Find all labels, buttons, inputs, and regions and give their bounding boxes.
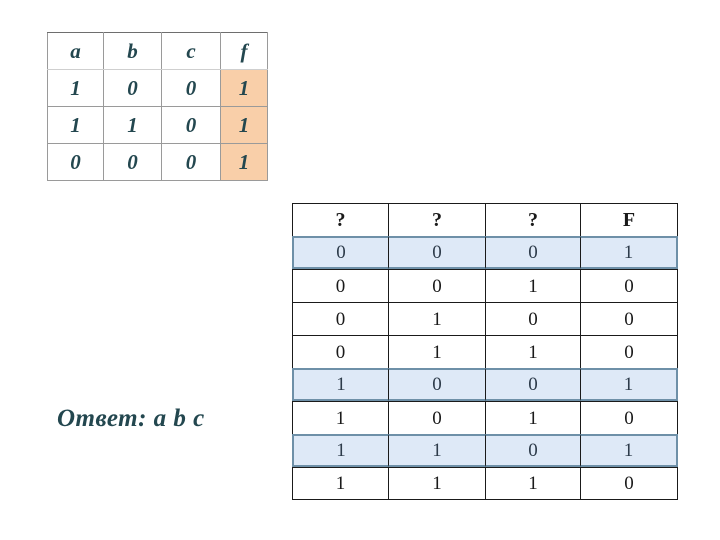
cell-f: 1 <box>580 236 678 269</box>
cell-f: 0 <box>580 401 678 434</box>
table-row-highlighted: 1 0 0 1 <box>292 368 678 401</box>
cell-b: 0 <box>103 69 162 107</box>
cell-b: 0 <box>103 143 162 181</box>
cell-2: 0 <box>388 401 485 434</box>
cell-f: 0 <box>580 467 678 500</box>
cell-3: 1 <box>485 467 580 500</box>
cell-1: 0 <box>292 335 388 368</box>
cell-b: 1 <box>103 106 162 144</box>
cell-c: 0 <box>161 106 221 144</box>
cell-2: 1 <box>388 302 485 335</box>
table-row: 0 1 1 0 <box>292 335 678 368</box>
header-cell-a: a <box>47 32 104 70</box>
cell-3: 0 <box>485 302 580 335</box>
answer-label: Ответ: a b c <box>57 405 205 432</box>
table-row-highlighted: 1 1 0 1 <box>292 434 678 467</box>
table-row: 1 0 0 1 <box>47 69 268 107</box>
cell-c: 0 <box>161 69 221 107</box>
cell-f: 1 <box>220 69 268 107</box>
cell-3: 0 <box>485 236 580 269</box>
cell-c: 0 <box>161 143 221 181</box>
header-cell-f: F <box>580 203 678 236</box>
cell-3: 0 <box>485 434 580 467</box>
cell-f: 1 <box>220 106 268 144</box>
table-row: 0 0 0 1 <box>47 143 268 181</box>
cell-a: 0 <box>47 143 104 181</box>
table-row: 1 0 1 0 <box>292 401 678 434</box>
table-row: 1 1 1 0 <box>292 467 678 500</box>
table-row: 0 0 1 0 <box>292 269 678 302</box>
header-cell-f: f <box>220 32 268 70</box>
table-header-row: a b c f <box>47 32 268 70</box>
header-cell-1: ? <box>292 203 388 236</box>
cell-f: 0 <box>580 302 678 335</box>
cell-1: 0 <box>292 302 388 335</box>
cell-2: 0 <box>388 269 485 302</box>
full-truth-table-container: ? ? ? F 0 0 0 1 0 0 1 0 0 1 0 0 <box>292 203 678 505</box>
cell-a: 1 <box>47 69 104 107</box>
cell-1: 0 <box>292 236 388 269</box>
cell-3: 1 <box>485 401 580 434</box>
cell-3: 0 <box>485 368 580 401</box>
cell-a: 1 <box>47 106 104 144</box>
cell-f: 0 <box>580 335 678 368</box>
cell-2: 1 <box>388 335 485 368</box>
cell-2: 0 <box>388 236 485 269</box>
cell-f: 1 <box>580 434 678 467</box>
cell-f: 1 <box>580 368 678 401</box>
cell-1: 0 <box>292 269 388 302</box>
cell-3: 1 <box>485 335 580 368</box>
cell-1: 1 <box>292 434 388 467</box>
cell-1: 1 <box>292 368 388 401</box>
partial-truth-table: a b c f 1 0 0 1 1 1 0 1 0 0 0 1 <box>47 32 268 181</box>
cell-2: 1 <box>388 467 485 500</box>
cell-f: 1 <box>220 143 268 181</box>
cell-f: 0 <box>580 269 678 302</box>
table-row: 0 1 0 0 <box>292 302 678 335</box>
cell-2: 1 <box>388 434 485 467</box>
table-row-highlighted: 0 0 0 1 <box>292 236 678 269</box>
header-cell-3: ? <box>485 203 580 236</box>
cell-3: 1 <box>485 269 580 302</box>
table-row: 1 1 0 1 <box>47 106 268 144</box>
header-cell-b: b <box>103 32 162 70</box>
cell-2: 0 <box>388 368 485 401</box>
full-truth-table: ? ? ? F 0 0 0 1 0 0 1 0 0 1 0 0 <box>292 203 678 500</box>
header-cell-2: ? <box>388 203 485 236</box>
cell-1: 1 <box>292 401 388 434</box>
table-header-row: ? ? ? F <box>292 203 678 236</box>
cell-1: 1 <box>292 467 388 500</box>
header-cell-c: c <box>161 32 221 70</box>
